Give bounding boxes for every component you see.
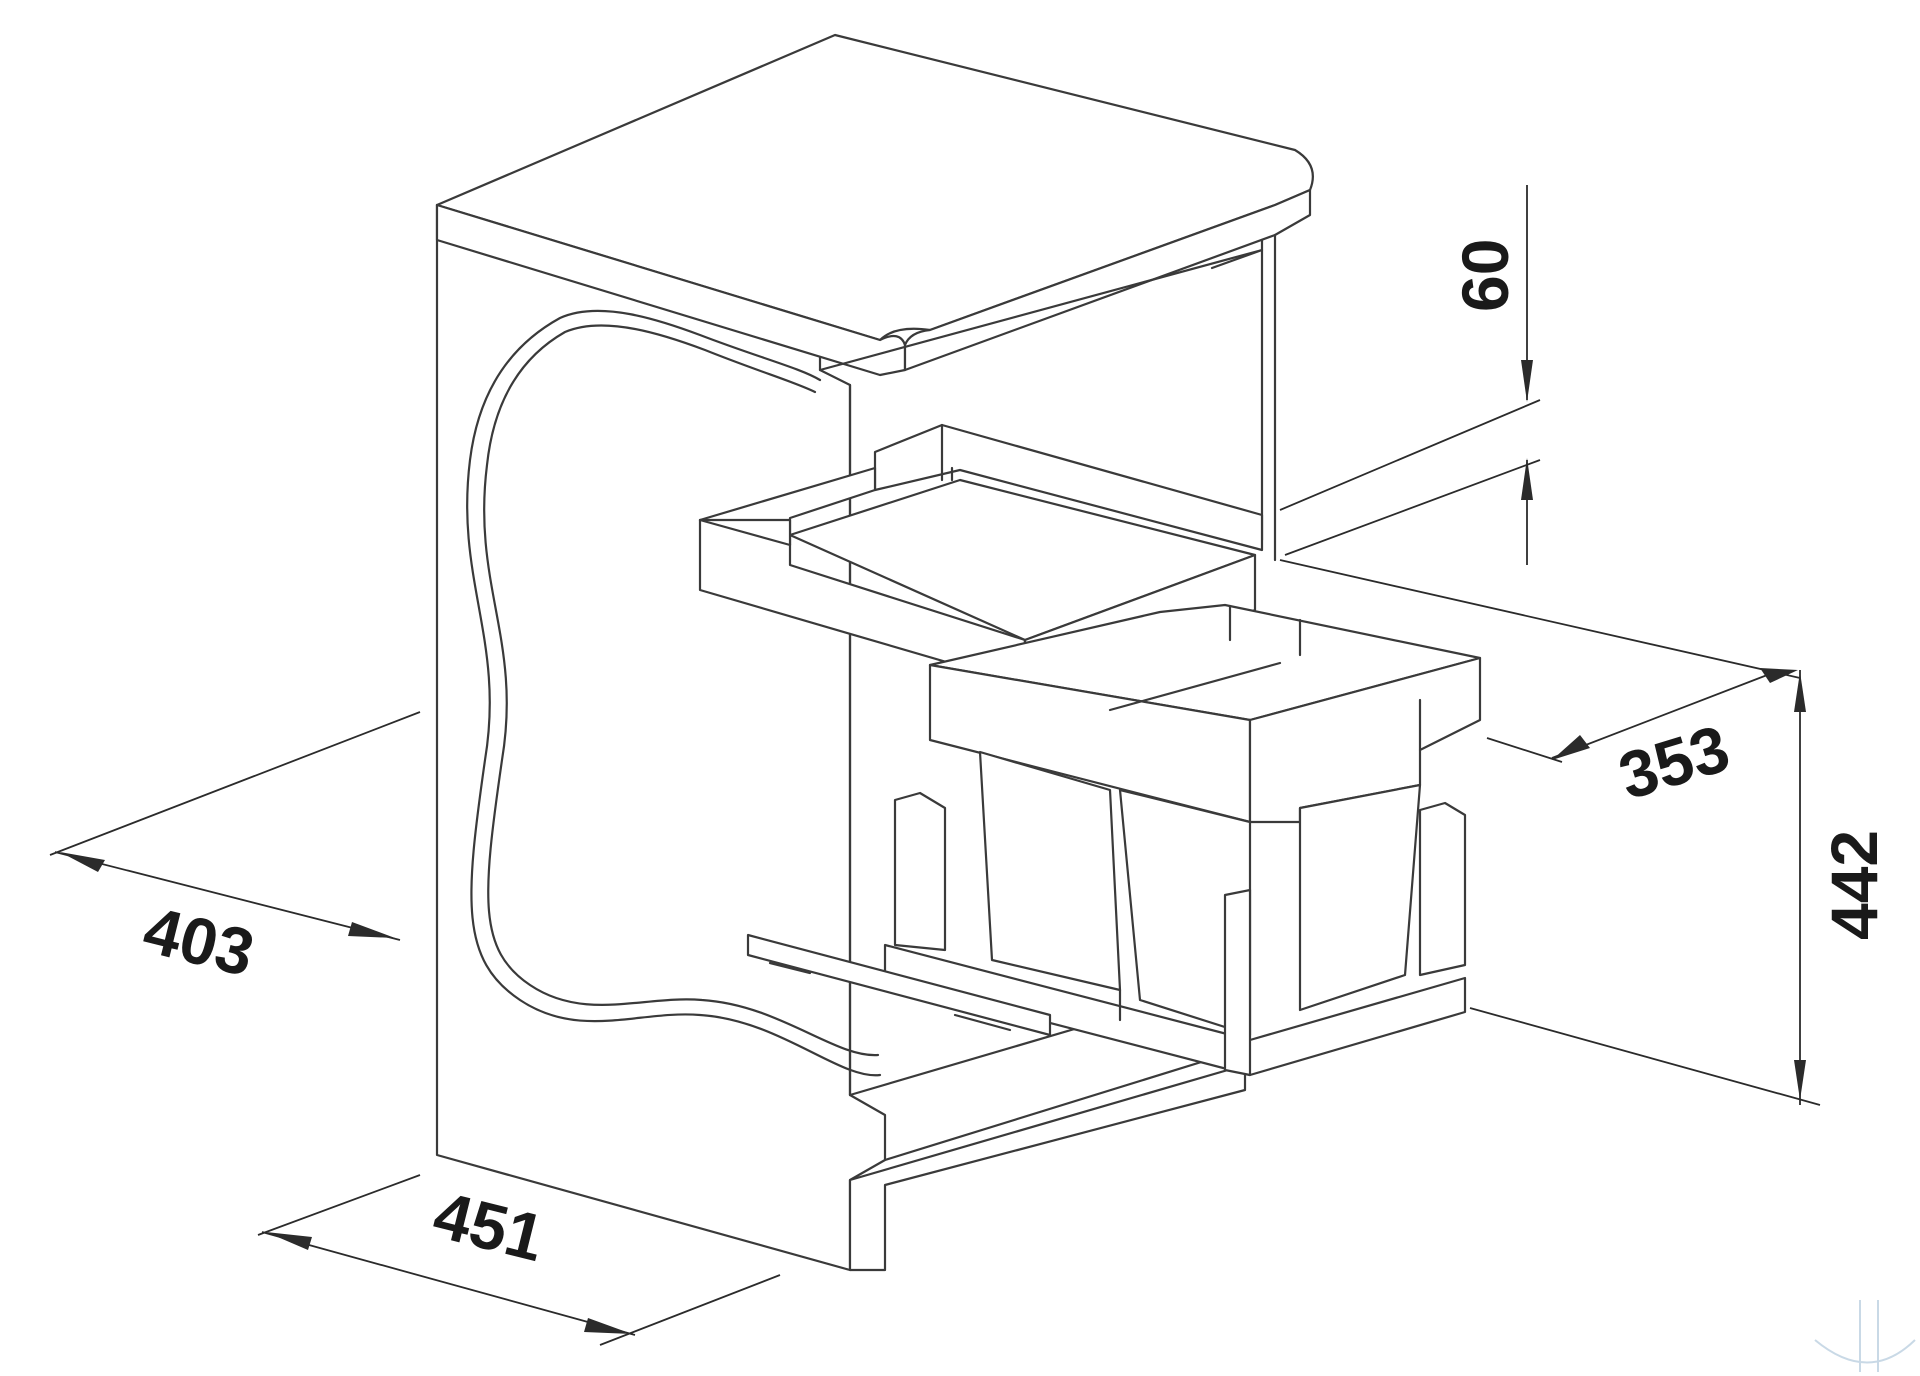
frame-right-post <box>1418 801 1467 977</box>
bin-left <box>978 750 1122 992</box>
dim-label-top-gap: 60 <box>1448 239 1522 312</box>
frame-left-post <box>893 791 947 952</box>
cutaway-outline-inner <box>483 324 880 1057</box>
frame-front-post <box>1223 888 1252 1077</box>
dimension-height <box>1469 670 1821 1106</box>
drawer-slide-rail <box>746 933 1052 1037</box>
bin-frame <box>746 603 1482 1077</box>
cabinet-plinth <box>848 1063 1247 1272</box>
countertop-right-edge <box>903 188 1312 372</box>
cutaway-outline-outer <box>466 309 882 1077</box>
dimension-top-gap <box>1279 185 1541 565</box>
dim-label-inner-width: 403 <box>137 892 262 990</box>
countertop-front-edge <box>435 203 907 377</box>
watermark-mark <box>1814 1300 1916 1372</box>
dimension-outer-width <box>257 1174 781 1346</box>
dim-label-outer-width: 451 <box>427 1177 552 1275</box>
dimension-depth <box>1279 559 1801 763</box>
cabinet-left-side <box>435 203 887 1272</box>
dimension-inner-width <box>49 711 421 941</box>
bin-right-side <box>1298 783 1422 1012</box>
dim-label-depth: 353 <box>1610 710 1737 813</box>
dim-label-height: 442 <box>1817 830 1891 940</box>
cabinet <box>435 33 1314 1272</box>
